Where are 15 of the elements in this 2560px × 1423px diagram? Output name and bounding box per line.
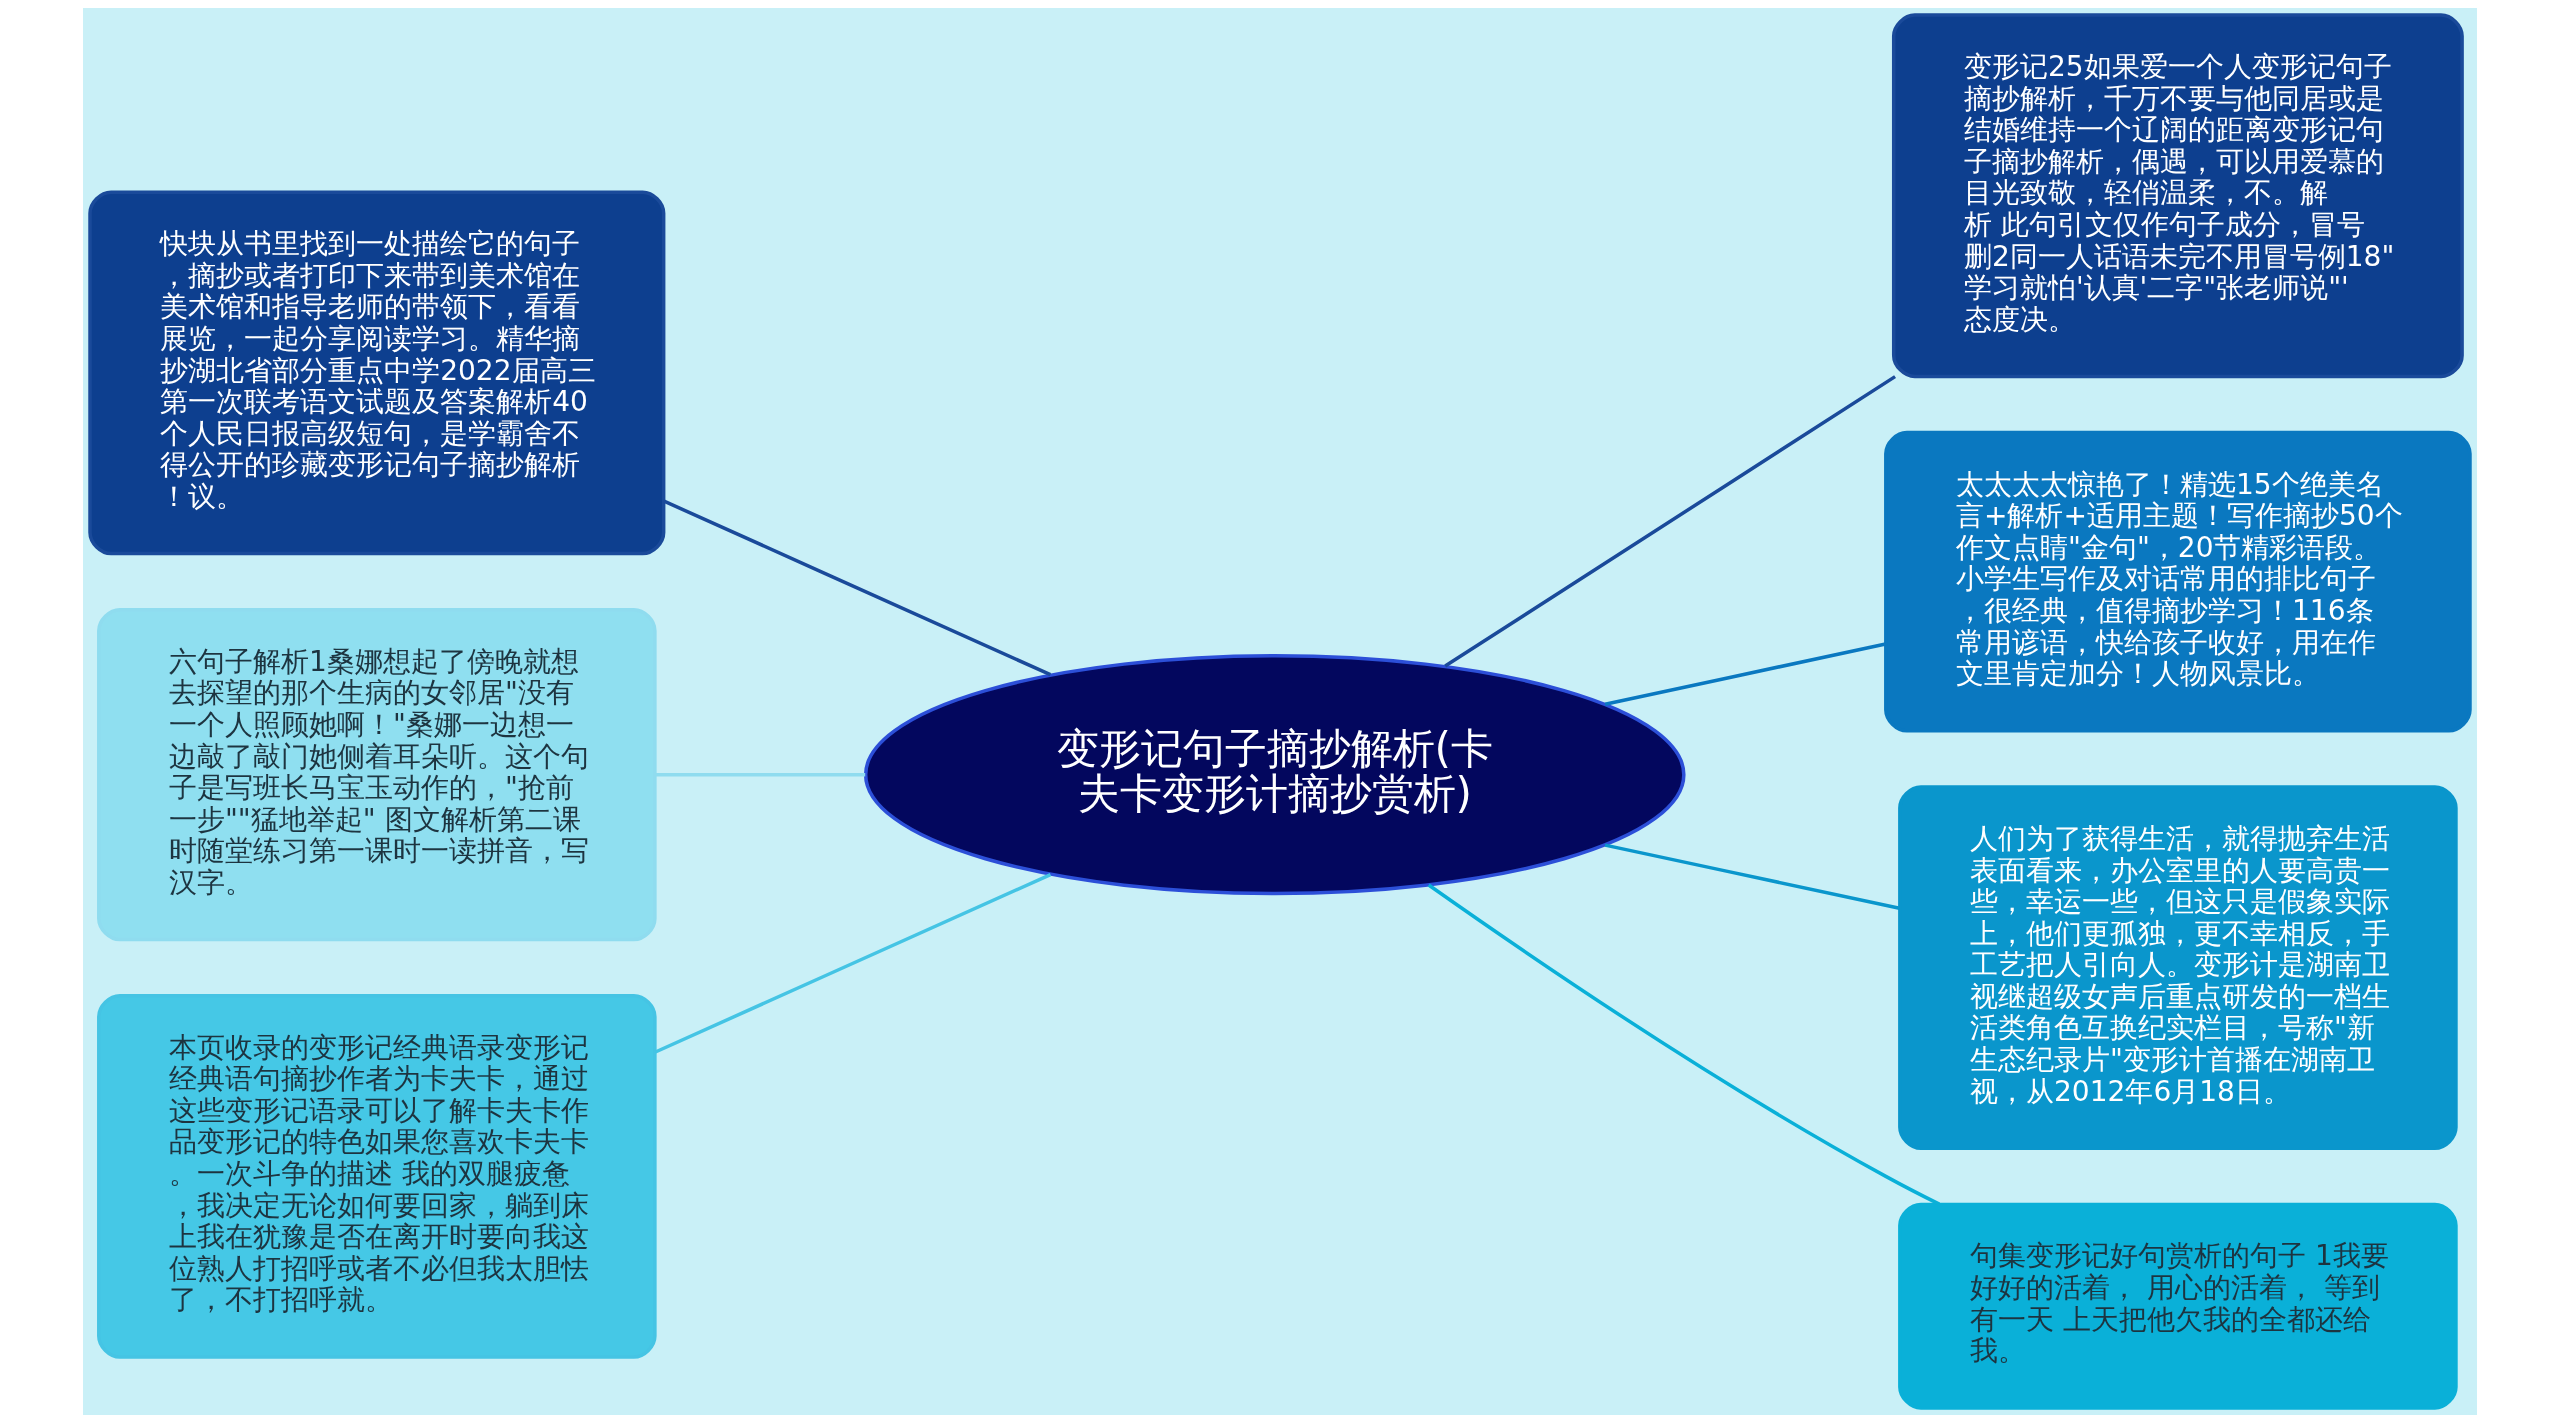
node-box: 句集变形记好句赏析的句子 1我要好好的活着， 用心的活着， 等到有一天 上天把他欠我的全都还给我。 <box>1898 1202 2458 1410</box>
connector <box>654 872 1052 1054</box>
connector <box>1604 843 1900 910</box>
connector <box>1444 375 1896 668</box>
node-ellipse: 变形记句子摘抄解析(卡夫卡变形计摘抄赏析) <box>863 654 1686 896</box>
node-box: 本页收录的变形记经典语录变形记经典语句摘抄作者为卡夫卡，通过这些变形记语录可以了解卡夫卡作品变形记的特色如果您喜欢卡夫卡。一次斗争的描述 我的双腿疲惫，我决定无论如何要回家，躺到床上我在犹豫是否在离开时要向我这位熟人打招呼或者不必但我太胆怯了，不打招呼就。 <box>97 993 657 1359</box>
node-box: 人们为了获得生活，就得抛弃生活表面看来，办公室里的人要高贵一些，幸运一些，但这只是假象实际上，他们更孤独，更不幸相反，手工艺把人引向人。变形计是湖南卫视继超级女声后重点研发的一档生活类角色互换纪实栏目，号称"新生态纪录片"变形计首播在湖南卫视，从2012年6月18日。 <box>1898 785 2458 1151</box>
connector <box>663 499 1052 677</box>
connector <box>1427 883 1941 1206</box>
connector <box>655 772 866 777</box>
node-box: 太太太太惊艳了！精选15个绝美名言+解析+适用主题！写作摘抄50个作文点睛"金句"，20节精彩语段。小学生写作及对话常用的排比句子，很经典，值得摘抄学习！116条常用谚语，快给孩子收好，用在作文里肯定加分！人物风景比。 <box>1884 430 2472 733</box>
node-box: 变形记25如果爱一个人变形记句子摘抄解析，千万不要与他同居或是结婚维持一个辽阔的距离变形记句子摘抄解析，偶遇，可以用爱慕的目光致敬，轻俏温柔，不。解析 此句引文仅作句子成分，冒号删2同一人话语未完不用冒号例18"学习就怕'认真'二字"张老师说"'态度决。 <box>1891 13 2464 379</box>
node-box: 六句子解析1桑娜想起了傍晚就想去探望的那个生病的女邻居"没有一个人照顾她啊！"桑娜一边想一边敲了敲门她侧着耳朵听。这个句子是写班长马宝玉动作的，"抢前一步""猛地举起" 图文解析第二课时随堂练习第一课时一读拼音，写汉字。 <box>97 608 657 942</box>
node-box: 快块从书里找到一处描绘它的句子，摘抄或者打印下来带到美术馆在美术馆和指导老师的带领下，看看展览，一起分享阅读学习。精华摘抄湖北省部分重点中学2022届高三第一次联考语文试题及答案解析40个人民日报高级短句，是学霸舍不得公开的珍藏变形记句子摘抄解析！议。 <box>88 190 666 556</box>
connector <box>1604 642 1886 706</box>
